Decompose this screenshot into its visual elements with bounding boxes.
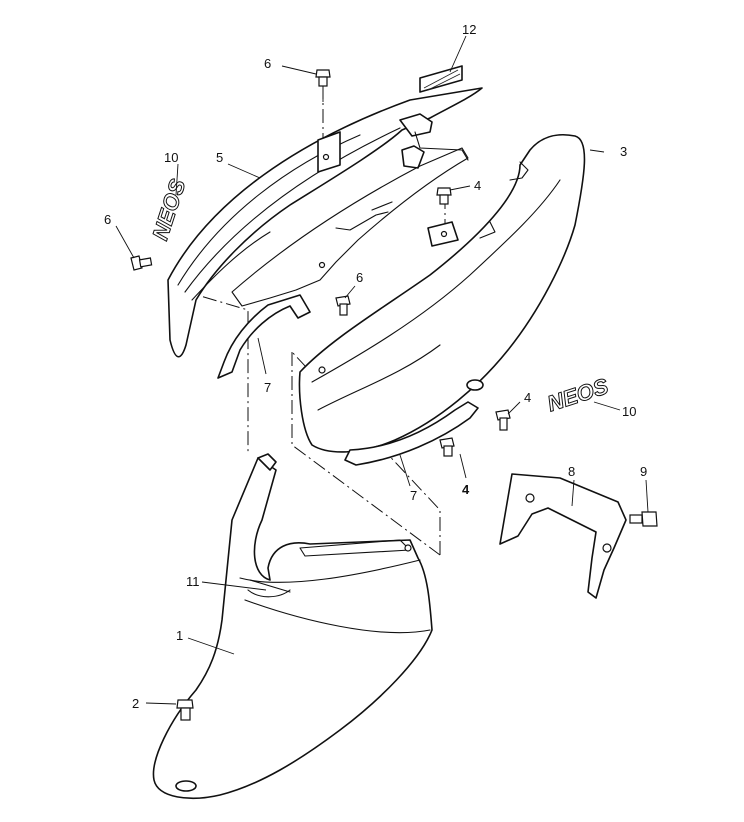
screw-4-upper <box>436 187 452 205</box>
callout-labels: 12 6 10 5 3 4 6 6 7 4 10 4 7 8 9 11 1 2 <box>104 22 647 711</box>
callout-10-upper: 10 <box>164 150 178 165</box>
callout-6-top: 6 <box>264 56 271 71</box>
callout-6-center: 6 <box>356 270 363 285</box>
callout-4-upper: 4 <box>474 178 481 193</box>
leader-lines <box>115 35 649 705</box>
part-3-main-side-cover <box>298 134 586 453</box>
screw-9 <box>629 511 658 527</box>
callout-8: 8 <box>568 464 575 479</box>
screw-2 <box>176 699 194 721</box>
part-5-side-cover <box>167 87 483 358</box>
screw-4-lower <box>439 437 455 457</box>
svg-text:NEOS: NEOS <box>147 176 190 243</box>
callout-5: 5 <box>216 150 223 165</box>
emblem-10-upper: NEOS <box>147 175 191 243</box>
part-1-lower-cover <box>152 453 433 800</box>
callout-2: 2 <box>132 696 139 711</box>
callout-3: 3 <box>620 144 627 159</box>
callout-4-right: 4 <box>524 390 531 405</box>
part-8-bracket <box>499 473 627 599</box>
screw-6-left <box>130 255 153 271</box>
screw-4-right <box>495 409 511 431</box>
part-7-lower-rail <box>344 401 479 466</box>
callout-9: 9 <box>640 464 647 479</box>
callout-12: 12 <box>462 22 476 37</box>
screw-6-top <box>315 69 331 87</box>
callout-11: 11 <box>186 574 200 589</box>
screw-6-center <box>335 295 351 316</box>
callout-10-right: 10 <box>622 404 636 419</box>
callout-7-lower: 7 <box>410 488 417 503</box>
callout-1: 1 <box>176 628 183 643</box>
callout-4-lower: 4 <box>462 482 470 497</box>
part-7-upper-rail <box>217 294 311 379</box>
part-12-label-plate <box>419 65 463 93</box>
part-inner-frame <box>231 145 469 307</box>
callout-7-upper: 7 <box>264 380 271 395</box>
emblem-10-right: NEOS <box>544 373 612 417</box>
callout-6-left: 6 <box>104 212 111 227</box>
svg-text:NEOS: NEOS <box>544 373 611 416</box>
